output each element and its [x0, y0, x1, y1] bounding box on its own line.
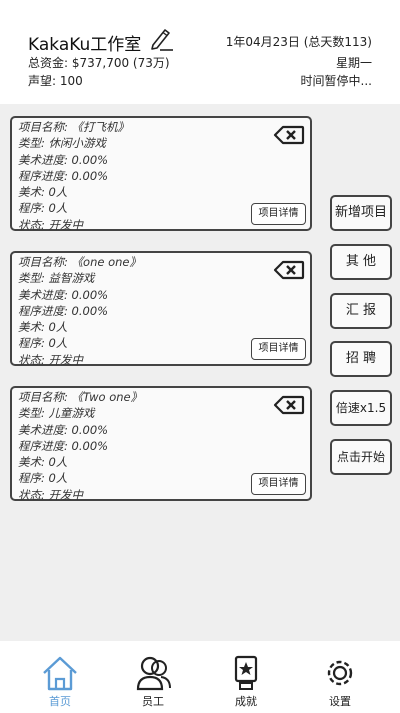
staff-icon [136, 656, 171, 691]
nav-item-settings[interactable]: 设置 [300, 641, 380, 713]
project-program-progress: 程序进度: 0.00% [18, 303, 109, 318]
main-area: 项目名称: 《打飞机》 类型: 休闲小游戏 美术进度: 0.00% 程序进度: … [0, 104, 400, 641]
nav-item-staff[interactable]: 员工 [113, 641, 193, 713]
project-art-staff: 美术: 0人 [18, 455, 68, 470]
project-state: 状态: 开发中 [18, 217, 84, 232]
project-card: 项目名称: 《Two one》 类型: 儿童游戏 美术进度: 0.00% 程序进… [10, 386, 312, 502]
delete-project-icon[interactable] [273, 395, 305, 415]
bottom-nav: 首页 员工 成就 设置 [0, 641, 400, 713]
project-name: 项目名称: 《Two one》 [18, 390, 143, 404]
edit-pencil-icon[interactable] [148, 26, 174, 52]
project-art-progress: 美术进度: 0.00% [18, 287, 109, 302]
trophy-icon [234, 655, 258, 690]
project-name: 项目名称: 《one one》 [18, 255, 141, 269]
project-program-progress: 程序进度: 0.00% [18, 438, 109, 453]
start-button[interactable]: 点击开始 [330, 439, 392, 475]
studio-name: KakaKu工作室 [28, 35, 142, 55]
header: KakaKu工作室 总资金: $737,700 (73万) 声望: 100 1年… [0, 0, 400, 104]
reputation-text: 声望: 100 [28, 74, 83, 88]
recruit-button[interactable]: 招 聘 [330, 341, 392, 377]
funds-text: 总资金: $737,700 (73万) [28, 56, 170, 70]
project-art-progress: 美术进度: 0.00% [18, 152, 109, 167]
project-card: 项目名称: 《one one》 类型: 益智游戏 美术进度: 0.00% 程序进… [10, 251, 312, 367]
speed-button[interactable]: 倍速x1.5 [330, 390, 392, 426]
project-type: 类型: 益智游戏 [18, 271, 95, 286]
project-detail-button[interactable]: 项目详情 [251, 203, 306, 225]
project-program-progress: 程序进度: 0.00% [18, 168, 109, 183]
other-button[interactable]: 其 他 [330, 244, 392, 280]
nav-label-home: 首页 [49, 695, 71, 708]
nav-label-achievements: 成就 [235, 695, 257, 708]
project-detail-button[interactable]: 项目详情 [251, 338, 306, 360]
date-text: 1年04月23日 (总天数113) [225, 35, 372, 49]
delete-project-icon[interactable] [273, 125, 305, 145]
nav-label-settings: 设置 [329, 695, 351, 708]
project-program-staff: 程序: 0人 [18, 471, 68, 486]
new-project-button[interactable]: 新增项目 [330, 195, 392, 231]
project-state: 状态: 开发中 [18, 487, 84, 502]
project-type: 类型: 儿童游戏 [18, 406, 95, 421]
project-state: 状态: 开发中 [18, 352, 84, 367]
home-icon [43, 656, 77, 691]
report-button[interactable]: 汇 报 [330, 293, 392, 329]
project-art-staff: 美术: 0人 [18, 320, 68, 335]
project-name: 项目名称: 《打飞机》 [18, 120, 130, 134]
project-type: 类型: 休闲小游戏 [18, 136, 107, 151]
project-program-staff: 程序: 0人 [18, 336, 68, 351]
project-program-staff: 程序: 0人 [18, 201, 68, 216]
nav-item-achievements[interactable]: 成就 [206, 641, 286, 713]
delete-project-icon[interactable] [273, 260, 305, 280]
time-status-text: 时间暂停中... [300, 74, 372, 88]
weekday-text: 星期一 [335, 56, 372, 70]
nav-item-home[interactable]: 首页 [20, 641, 100, 713]
gear-icon [327, 660, 353, 686]
project-art-staff: 美术: 0人 [18, 185, 68, 200]
project-detail-button[interactable]: 项目详情 [251, 473, 306, 495]
project-art-progress: 美术进度: 0.00% [18, 422, 109, 437]
nav-label-staff: 员工 [142, 695, 164, 708]
project-card: 项目名称: 《打飞机》 类型: 休闲小游戏 美术进度: 0.00% 程序进度: … [10, 116, 312, 232]
